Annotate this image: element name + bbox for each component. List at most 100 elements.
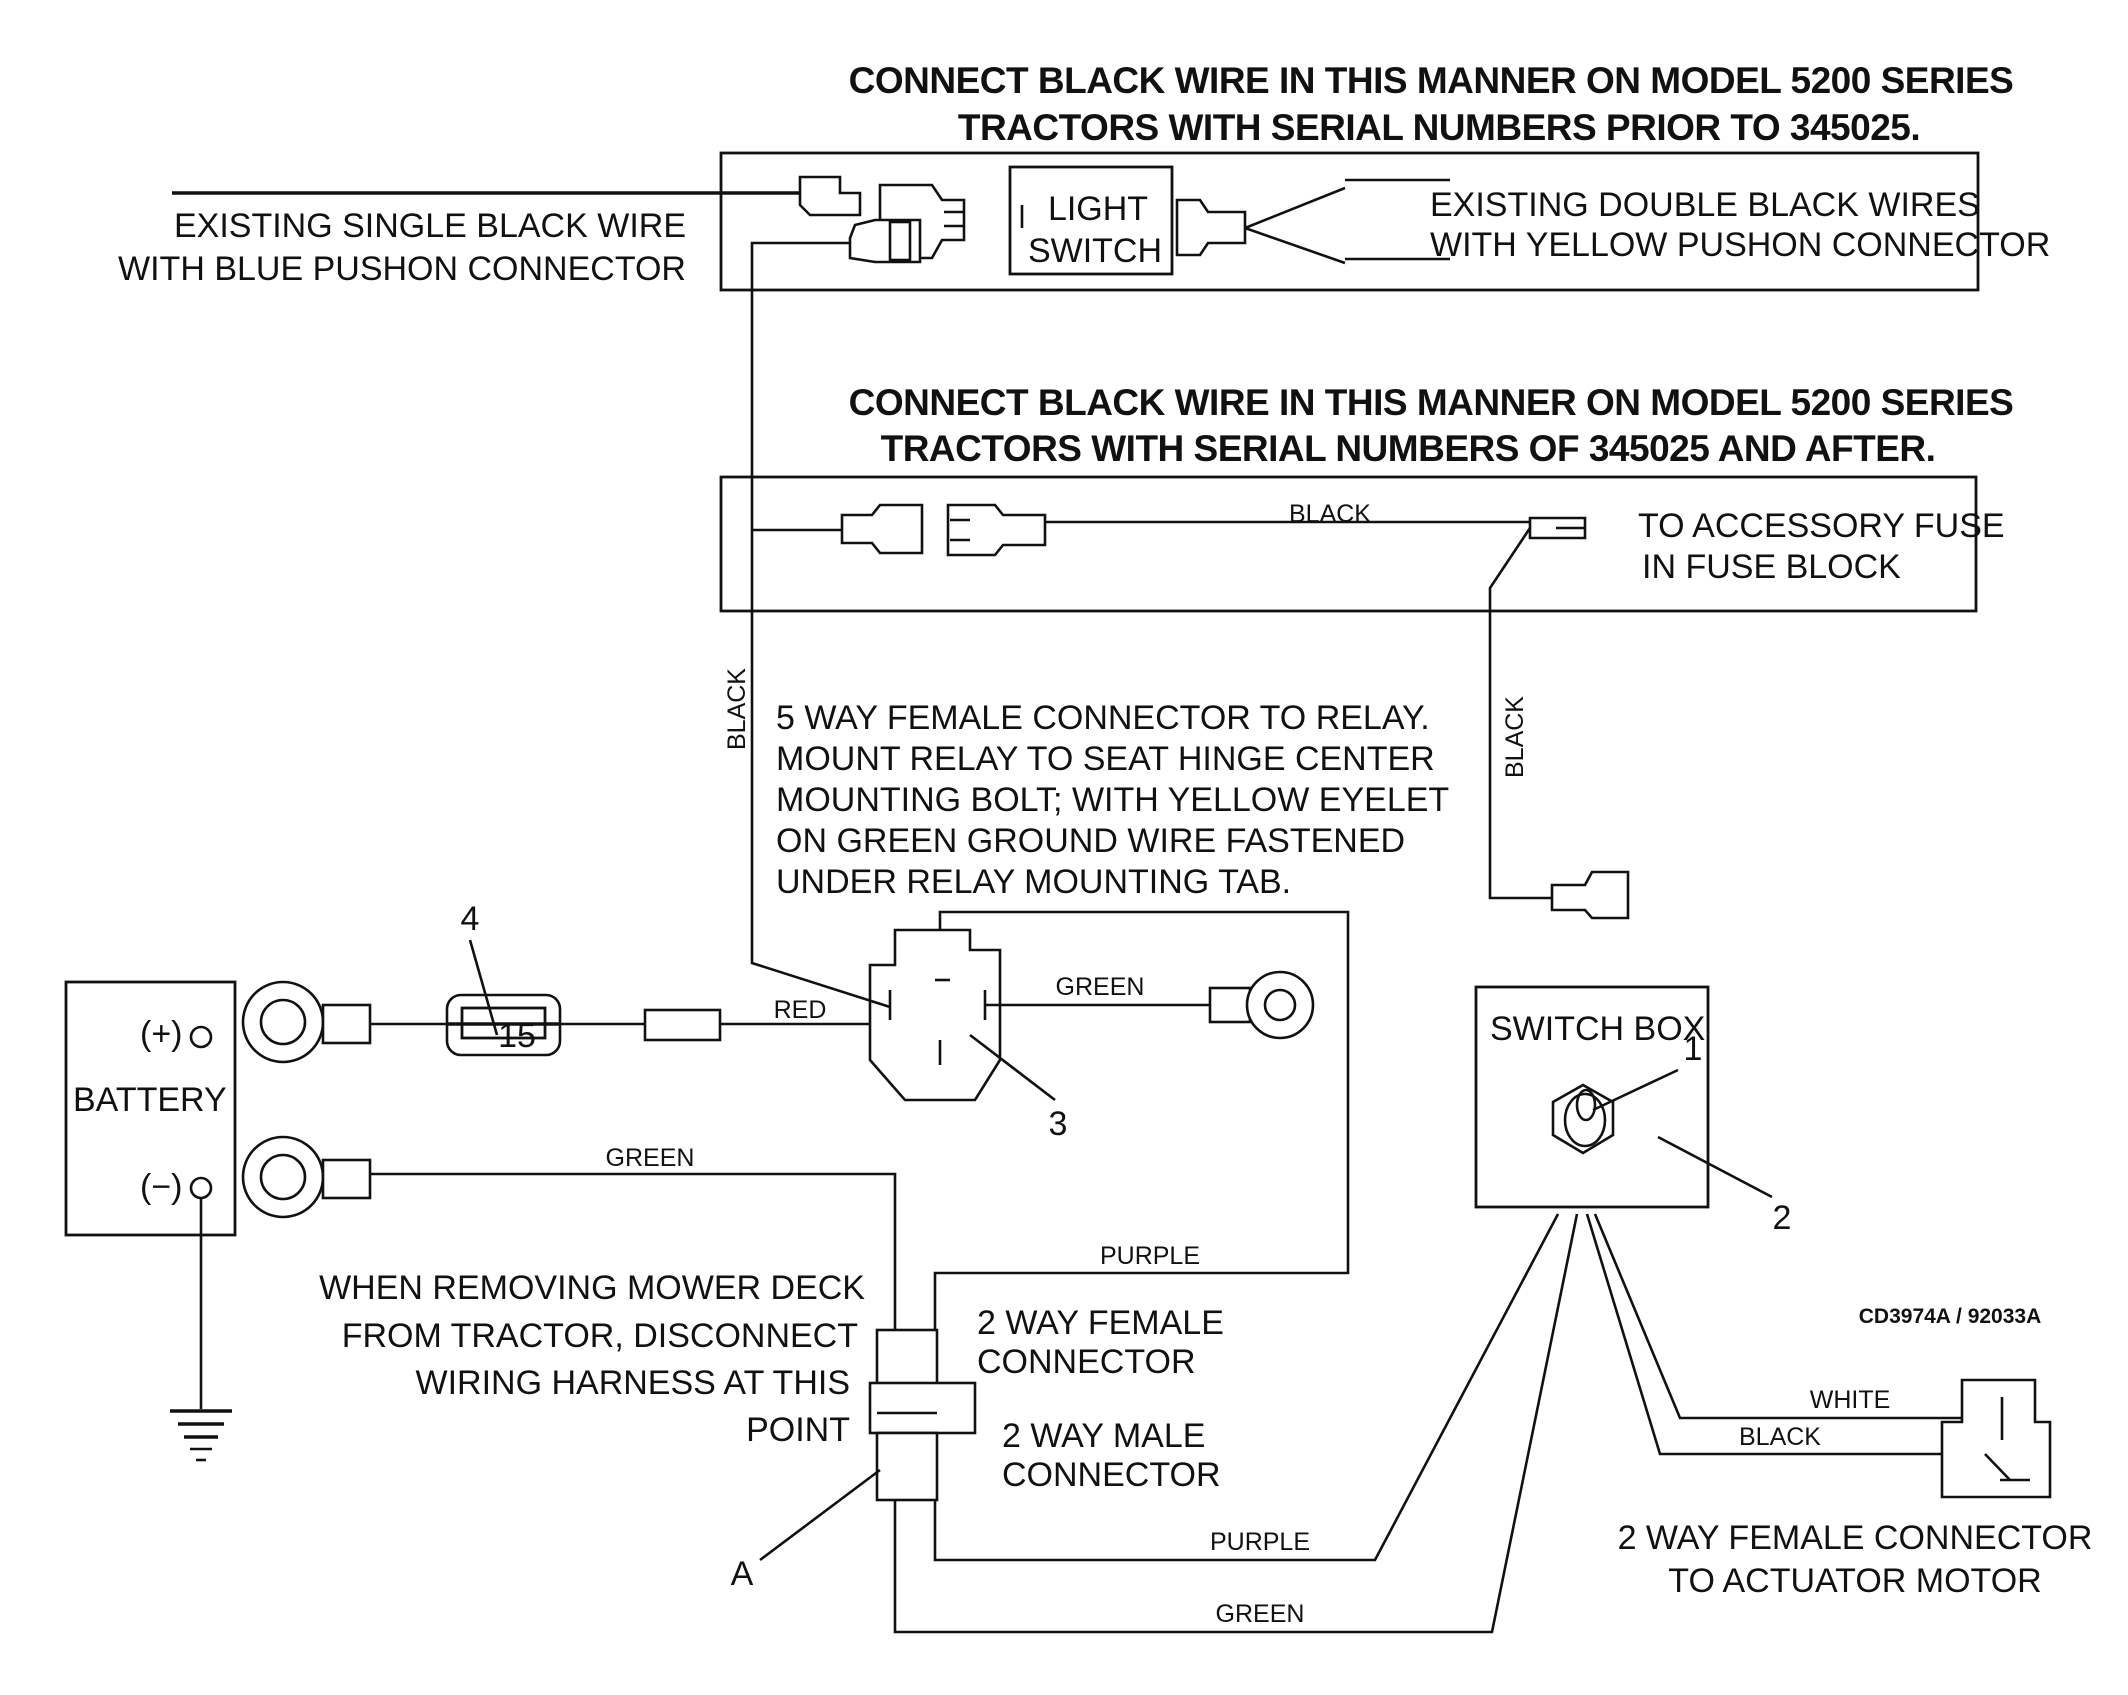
actuator-label-1: 2 WAY FEMALE CONNECTOR (1618, 1519, 2093, 1557)
female-2way-label: 2 WAY FEMALE CONNECTOR (977, 1304, 1224, 1381)
male-2way-label: 2 WAY MALE CONNECTOR (1002, 1417, 1221, 1494)
purple-wire-relay-to-connector (933, 910, 1350, 1330)
mower-deck-note: WHEN REMOVING MOWER DECK FROM TRACTOR, D… (319, 1269, 865, 1449)
actuator-2way-connector (1940, 1378, 2052, 1499)
relay-note-line5: UNDER RELAY MOUNTING TAB. (776, 863, 1291, 901)
black-motor-wire-label: BLACK (1739, 1423, 1821, 1451)
mower-note-line2: FROM TRACTOR, DISCONNECT (342, 1317, 858, 1355)
female-2way-label-2: CONNECTOR (977, 1343, 1196, 1381)
black-wire-right-vertical (1488, 527, 1552, 900)
title-after-line1: CONNECT BLACK WIRE IN THIS MANNER ON MOD… (849, 382, 2014, 423)
double-wire-lower (1244, 226, 1346, 265)
toggle-switch-icon (1551, 1083, 1615, 1155)
negative-ring-terminal (241, 1135, 325, 1219)
yellow-pushon-connector (1175, 198, 1247, 257)
existing-single-line2: WITH BLUE PUSHON CONNECTOR (118, 250, 686, 288)
red-wire-label: RED (774, 996, 827, 1024)
actuator-pin-2-lead (1984, 1453, 2011, 1481)
light-switch-label-1: LIGHT (1048, 190, 1148, 228)
accessory-fuse-note-line1: TO ACCESSORY FUSE (1638, 507, 2005, 545)
drawing-id: CD3974A / 92033A (1859, 1305, 2042, 1328)
callout-1: 1 (1684, 1030, 1703, 1068)
black-left-label: BLACK (723, 668, 751, 750)
after-female-connector (840, 503, 924, 555)
purple-bottom-label: PURPLE (1210, 1528, 1310, 1556)
blue-pushon-connector (798, 175, 862, 217)
switch-box (1474, 985, 1710, 1209)
switch-box-label: SWITCH BOX (1490, 1010, 1705, 1048)
inline-connector-sleeve (643, 1008, 722, 1042)
callout-a: A (731, 1555, 754, 1593)
male-2way-connector-body (875, 1431, 939, 1502)
ground-symbol-icon (170, 1409, 232, 1462)
male-2way-connector-flange (868, 1381, 977, 1435)
after-panel-box (719, 475, 1978, 613)
actuator-label: 2 WAY FEMALE CONNECTOR TO ACTUATOR MOTOR (1618, 1519, 2093, 1600)
battery-box (64, 980, 237, 1237)
battery-label: BATTERY (73, 1081, 227, 1119)
male-2way-label-1: 2 WAY MALE (1002, 1417, 1205, 1455)
actuator-label-2: TO ACTUATOR MOTOR (1668, 1562, 2041, 1600)
relay-note-line1: 5 WAY FEMALE CONNECTOR TO RELAY. (776, 699, 1430, 737)
relay-note-line4: ON GREEN GROUND WIRE FASTENED (776, 822, 1405, 860)
title-after-line2: TRACTORS WITH SERIAL NUMBERS OF 345025 A… (881, 428, 1936, 469)
existing-double-label: EXISTING DOUBLE BLACK WIRES WITH YELLOW … (1430, 186, 2050, 264)
mower-note-line3: WIRING HARNESS AT THIS (415, 1364, 850, 1402)
yellow-eyelet-hole (1263, 988, 1297, 1022)
battery-positive-terminal (189, 1025, 213, 1049)
black-wire-left-vertical (750, 241, 850, 949)
white-wire (1593, 1213, 1975, 1420)
relay-note-line3: MOUNTING BOLT; WITH YELLOW EYELET (776, 781, 1449, 819)
yellow-eyelet-outer (1245, 970, 1315, 1040)
title-prior-line1: CONNECT BLACK WIRE IN THIS MANNER ON MOD… (849, 60, 2014, 101)
callout-a-leader (759, 1468, 881, 1562)
existing-double-line1: EXISTING DOUBLE BLACK WIRES (1430, 186, 1980, 224)
male-2way-label-2: CONNECTOR (1002, 1456, 1221, 1494)
green-ground-wire (370, 1172, 897, 1332)
positive-ring-hole (259, 998, 307, 1046)
callout-2: 2 (1773, 1199, 1792, 1237)
relay-note: 5 WAY FEMALE CONNECTOR TO RELAY. MOUNT R… (776, 699, 1449, 901)
battery-negative-terminal (189, 1176, 213, 1200)
mower-note-line4: POINT (746, 1411, 850, 1449)
battery-negative-label: (−) (140, 1168, 183, 1206)
green-ground-label: GREEN (606, 1144, 695, 1172)
mower-note-line1: WHEN REMOVING MOWER DECK (319, 1269, 865, 1307)
accessory-fuse-note-line2: IN FUSE BLOCK (1642, 548, 1901, 586)
light-switch-box (1008, 165, 1174, 276)
callout-4-leader (468, 939, 499, 1036)
after-male-connector (946, 503, 1047, 557)
fuse-value-label: 15 (498, 1017, 536, 1055)
positive-ring-terminal (241, 980, 325, 1064)
relay-note-line2: MOUNT RELAY TO SEAT HINGE CENTER (776, 740, 1435, 778)
green-wire-to-switch (893, 1213, 1579, 1634)
accessory-fuse-note: TO ACCESSORY FUSE IN FUSE BLOCK (1638, 507, 2005, 586)
prior-panel-box (719, 151, 1980, 292)
connector-insert (888, 220, 912, 262)
green-relay-label: GREEN (1056, 973, 1145, 1001)
title-prior-line2: TRACTORS WITH SERIAL NUMBERS PRIOR TO 34… (958, 107, 1920, 148)
callout-3-leader (969, 1033, 1056, 1102)
existing-single-line1: EXISTING SINGLE BLACK WIRE (174, 207, 686, 245)
light-switch-label-2: SWITCH (1028, 232, 1162, 270)
green-bottom-label: GREEN (1216, 1600, 1305, 1628)
after-black-wire-label: BLACK (1289, 500, 1371, 528)
female-2way-label-1: 2 WAY FEMALE (977, 1304, 1224, 1342)
black-right-label: BLACK (1501, 696, 1529, 778)
battery-positive-label: (+) (140, 1015, 183, 1053)
callout-1-leader (1592, 1068, 1679, 1112)
negative-ring-hole (259, 1153, 307, 1201)
callout-2-leader (1657, 1135, 1773, 1199)
callout-4: 4 (461, 900, 480, 938)
black-wire-end-connector (1550, 870, 1630, 920)
negative-ring-stem (321, 1158, 372, 1200)
callout-3: 3 (1049, 1105, 1068, 1143)
black-wire-to-relay (750, 949, 891, 1009)
title-prior: CONNECT BLACK WIRE IN THIS MANNER ON MOD… (849, 60, 2014, 148)
positive-ring-stem (321, 1003, 372, 1045)
relay-5way-connector (868, 928, 1002, 1102)
white-wire-label: WHITE (1810, 1386, 1891, 1414)
purple-top-label: PURPLE (1100, 1242, 1200, 1270)
yellow-eyelet-stem (1208, 986, 1252, 1024)
